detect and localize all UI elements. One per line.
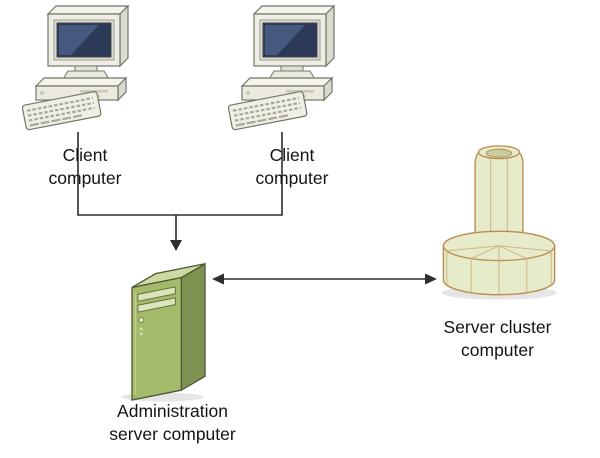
- power-button: [40, 91, 44, 95]
- monitor-stand: [62, 65, 110, 80]
- server-cluster-icon: [441, 145, 557, 300]
- tower-server-icon: [121, 262, 206, 402]
- server-cluster-icon-wrap: [438, 132, 560, 312]
- led-indicator: [140, 332, 143, 336]
- client1-label: Client computer: [48, 145, 122, 189]
- drive-bay: [137, 297, 176, 313]
- desktop-computer-icon: [21, 4, 130, 131]
- monitor-stand: [268, 65, 316, 80]
- screen-glare: [59, 25, 99, 55]
- administration-server-icon: [115, 246, 220, 404]
- screen-glare: [265, 25, 305, 55]
- server-side-face: [180, 262, 206, 392]
- cluster-top-cylinder: [474, 145, 524, 240]
- admin-server-label: Administration server computer: [109, 401, 236, 445]
- drive-bay: [137, 286, 176, 302]
- led-indicator: [140, 327, 143, 331]
- client-computer-2-icon: [226, 2, 361, 137]
- desktop-computer-icon: [227, 4, 336, 131]
- monitor: [252, 4, 336, 68]
- power-button: [138, 317, 145, 324]
- client2-label: Client computer: [255, 145, 329, 189]
- keyboard: [227, 91, 308, 131]
- power-button: [246, 91, 250, 95]
- arrowhead-right-icon: [425, 273, 437, 285]
- cluster-base-cylinder: [442, 230, 556, 296]
- monitor: [46, 4, 130, 68]
- server-cluster-label: Server cluster computer: [443, 317, 552, 361]
- keyboard: [21, 91, 102, 131]
- client-computer-1-icon: [20, 2, 155, 137]
